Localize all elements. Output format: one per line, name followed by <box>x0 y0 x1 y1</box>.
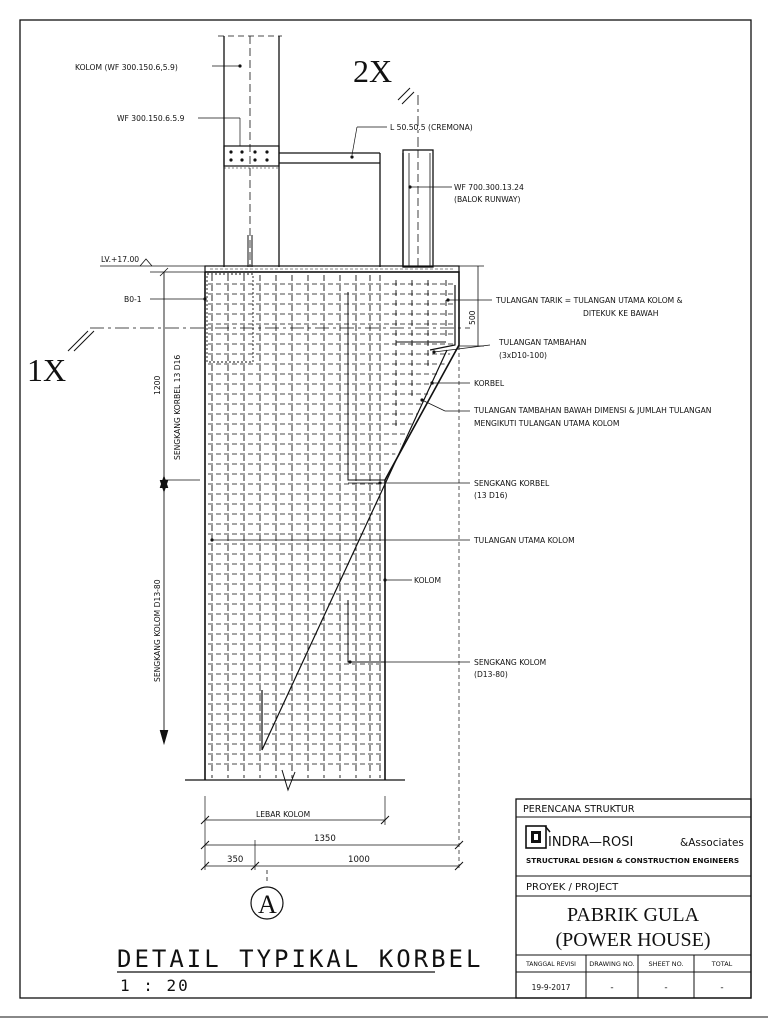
label-sengkang-kolom-vertical: SENGKANG KOLOM D13-80 <box>153 579 162 682</box>
label-lebar-kolom: LEBAR KOLOM <box>256 810 310 819</box>
project-line-1: PABRIK GULA <box>567 904 700 926</box>
drawing-scale: 1 : 20 <box>120 976 190 995</box>
drawing-annotations: 2X 1X KOLOM (WF 300.150.6,5.9) WF 300.15… <box>27 53 712 995</box>
label-sengkang-kolom-2: (D13-80) <box>474 670 508 679</box>
firm-tagline: STRUCTURAL DESIGN & CONSTRUCTION ENGINEE… <box>526 856 739 865</box>
project-heading: PROYEK / PROJECT <box>526 882 619 893</box>
col-drawing-no: DRAWING NO. <box>589 960 634 968</box>
val-sheet-no: - <box>664 983 667 993</box>
dim-1350: 1350 <box>314 834 336 844</box>
val-tanggal: 19-9-2017 <box>532 983 571 992</box>
label-kolom-wf: KOLOM (WF 300.150.6,5.9) <box>75 63 178 72</box>
label-sengkang-kolom-1: SENGKANG KOLOM <box>474 658 546 667</box>
label-angle: L 50.50.5 (CREMONA) <box>390 123 473 132</box>
section-1x-mark: 1X <box>27 352 66 388</box>
firm-suffix: &Associates <box>680 837 744 849</box>
grid-bubble <box>250 886 284 920</box>
bracket-tag: B0-1 <box>124 295 142 304</box>
firm-name: INDRA—ROSI <box>548 835 633 850</box>
dim-350: 350 <box>227 855 243 865</box>
level-mark: LV.+17.00 <box>101 255 139 264</box>
label-runway-2: (BALOK RUNWAY) <box>454 195 521 204</box>
designer-heading: PERENCANA STRUKTUR <box>523 804 635 815</box>
project-line-2: (POWER HOUSE) <box>556 929 711 951</box>
label-kolom: KOLOM <box>414 576 441 585</box>
label-tarik-1: TULANGAN TARIK = TULANGAN UTAMA KOLOM & <box>495 296 683 305</box>
val-total: - <box>720 983 723 993</box>
label-utama: TULANGAN UTAMA KOLOM <box>473 536 575 545</box>
label-bawah-1: TULANGAN TAMBAHAN BAWAH DIMENSI & JUMLAH… <box>473 406 712 415</box>
korbel-detail-drawing <box>67 35 492 973</box>
label-korbel: KORBEL <box>474 379 505 388</box>
col-total: TOTAL <box>711 960 733 968</box>
sheet-frame <box>19 19 752 999</box>
grid-bubble-label: A <box>258 890 277 919</box>
title-block <box>515 798 752 999</box>
label-sengkang-korbel-1: SENGKANG KORBEL <box>474 479 550 488</box>
val-drawing-no: - <box>610 983 613 993</box>
label-tambahan-1: TULANGAN TAMBAHAN <box>498 338 586 347</box>
col-tanggal-revisi: TANGGAL REVISI <box>525 961 576 968</box>
col-sheet-no: SHEET NO. <box>648 960 683 968</box>
label-tarik-2: DITEKUK KE BAWAH <box>583 309 658 318</box>
label-sengkang-korbel-2: (13 D16) <box>474 491 508 500</box>
label-wf-brace: WF 300.150.6.5.9 <box>117 114 185 123</box>
label-sengkang-korbel-vertical: SENGKANG KORBEL 13 D16 <box>173 355 182 460</box>
section-2x-mark: 2X <box>353 53 392 89</box>
title-block-text: PERENCANA STRUKTUR INDRA—ROSI &Associate… <box>523 804 744 993</box>
label-bawah-2: MENGIKUTI TULANGAN UTAMA KOLOM <box>474 419 619 428</box>
firm-logo-icon <box>525 825 547 849</box>
drawing-title: DETAIL TYPIKAL KORBEL <box>117 945 483 973</box>
dim-500: 500 <box>468 310 477 325</box>
dim-1200: 1200 <box>153 376 162 395</box>
label-runway-1: WF 700.300.13.24 <box>454 183 524 192</box>
label-tambahan-2: (3xD10-100) <box>499 351 547 360</box>
dim-1000: 1000 <box>348 855 370 865</box>
